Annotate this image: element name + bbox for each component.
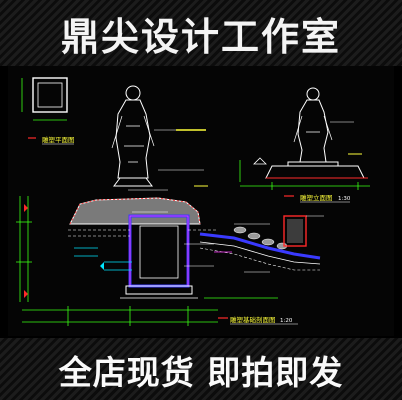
cad-drawing-sheet: 雕塑平面图 (8, 66, 394, 336)
front-elevation-scale: 1:30 (338, 196, 351, 202)
ramp-section (199, 215, 324, 299)
plan-view: 雕塑平面图 (21, 77, 75, 145)
section-view (16, 189, 218, 326)
store-slogan: 全店现货 即拍即发 (58, 353, 344, 392)
section-view-scale: 1:20 (280, 318, 293, 324)
annotation-marks (74, 153, 362, 257)
section-label-group: 雕塑基础剖面图 1:20 (218, 315, 298, 325)
footer-banner: 全店现货 即拍即发 (0, 338, 402, 400)
studio-title: 鼎尖设计工作室 (60, 14, 341, 59)
front-elevation-label: 雕塑立面图 (300, 193, 333, 202)
front-elevation: 雕塑立面图 1:30 (239, 87, 370, 203)
cad-drawing: 雕塑平面图 (16, 77, 370, 326)
plan-label: 雕塑平面图 (42, 135, 75, 144)
statue-figure (111, 85, 206, 187)
header-banner: 鼎尖设计工作室 (0, 0, 402, 66)
section-view-label: 雕塑基础剖面图 (230, 315, 276, 324)
